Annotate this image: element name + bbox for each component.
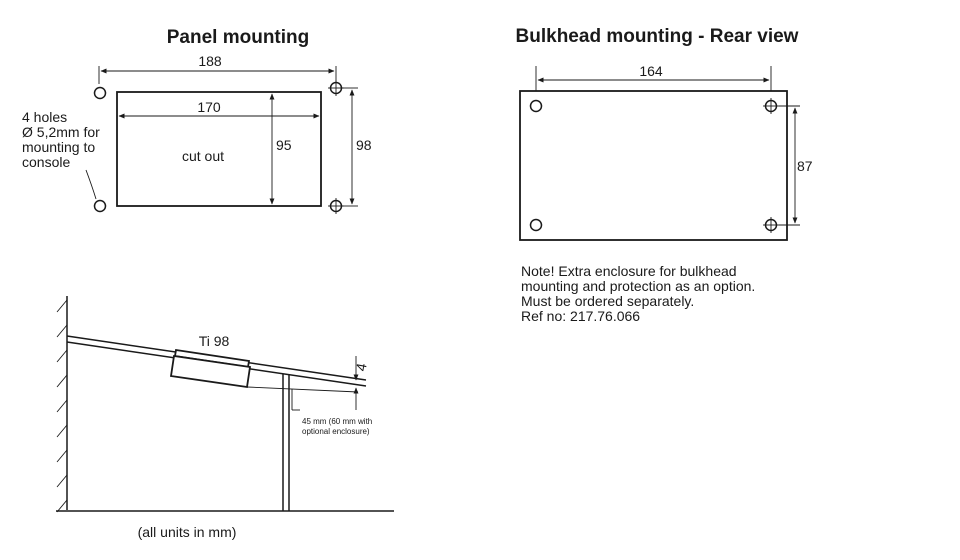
- note-line: Ref no: 217.76.066: [521, 308, 640, 324]
- mounting-hole: [93, 86, 107, 100]
- note-line: Must be ordered separately.: [521, 293, 694, 309]
- bulkhead-mounting-section: Bulkhead mounting - Rear view 164 87 Not…: [516, 26, 813, 324]
- units-note: (all units in mm): [138, 524, 237, 540]
- dimension-label-4: 4: [353, 362, 370, 373]
- panel-mounting-title: Panel mounting: [167, 27, 310, 48]
- panel-mounting-section: Panel mounting 188 cut out 170 95 98 4: [22, 27, 372, 214]
- note-line: Note! Extra enclosure for bulkhead: [521, 263, 737, 279]
- dimension-label-170: 170: [197, 99, 221, 115]
- dimension-label-188: 188: [198, 53, 222, 69]
- cutout-rectangle: [116, 91, 322, 207]
- leader-line: [85, 169, 97, 200]
- side-view-section: Ti 98 4 45 mm (60 mm with optional enclo…: [56, 296, 394, 540]
- mounting-hole: [529, 99, 543, 113]
- cutout-label: cut out: [182, 148, 224, 164]
- dimension-label-87: 87: [797, 158, 813, 174]
- mounting-hole: [529, 218, 543, 232]
- depth-note-line: optional enclosure): [302, 427, 370, 436]
- holes-note-line: Ø 5,2mm for: [22, 124, 100, 140]
- dimension-label-164: 164: [639, 63, 663, 79]
- holes-note-line: console: [22, 154, 70, 170]
- depth-reference-line: [246, 386, 359, 393]
- depth-note-line: 45 mm (60 mm with: [302, 417, 372, 426]
- holes-note-line: 4 holes: [22, 109, 67, 125]
- dimension-label-98: 98: [356, 137, 372, 153]
- bulkhead-enclosure-outline: [519, 90, 788, 241]
- device-label: Ti 98: [199, 333, 230, 349]
- bulkhead-mounting-title: Bulkhead mounting - Rear view: [516, 26, 799, 47]
- dimension-label-95: 95: [276, 137, 292, 153]
- wall-hatching: [56, 299, 68, 513]
- note-line: mounting and protection as an option.: [521, 278, 755, 294]
- mounting-hole: [93, 199, 107, 213]
- holes-note-line: mounting to: [22, 139, 95, 155]
